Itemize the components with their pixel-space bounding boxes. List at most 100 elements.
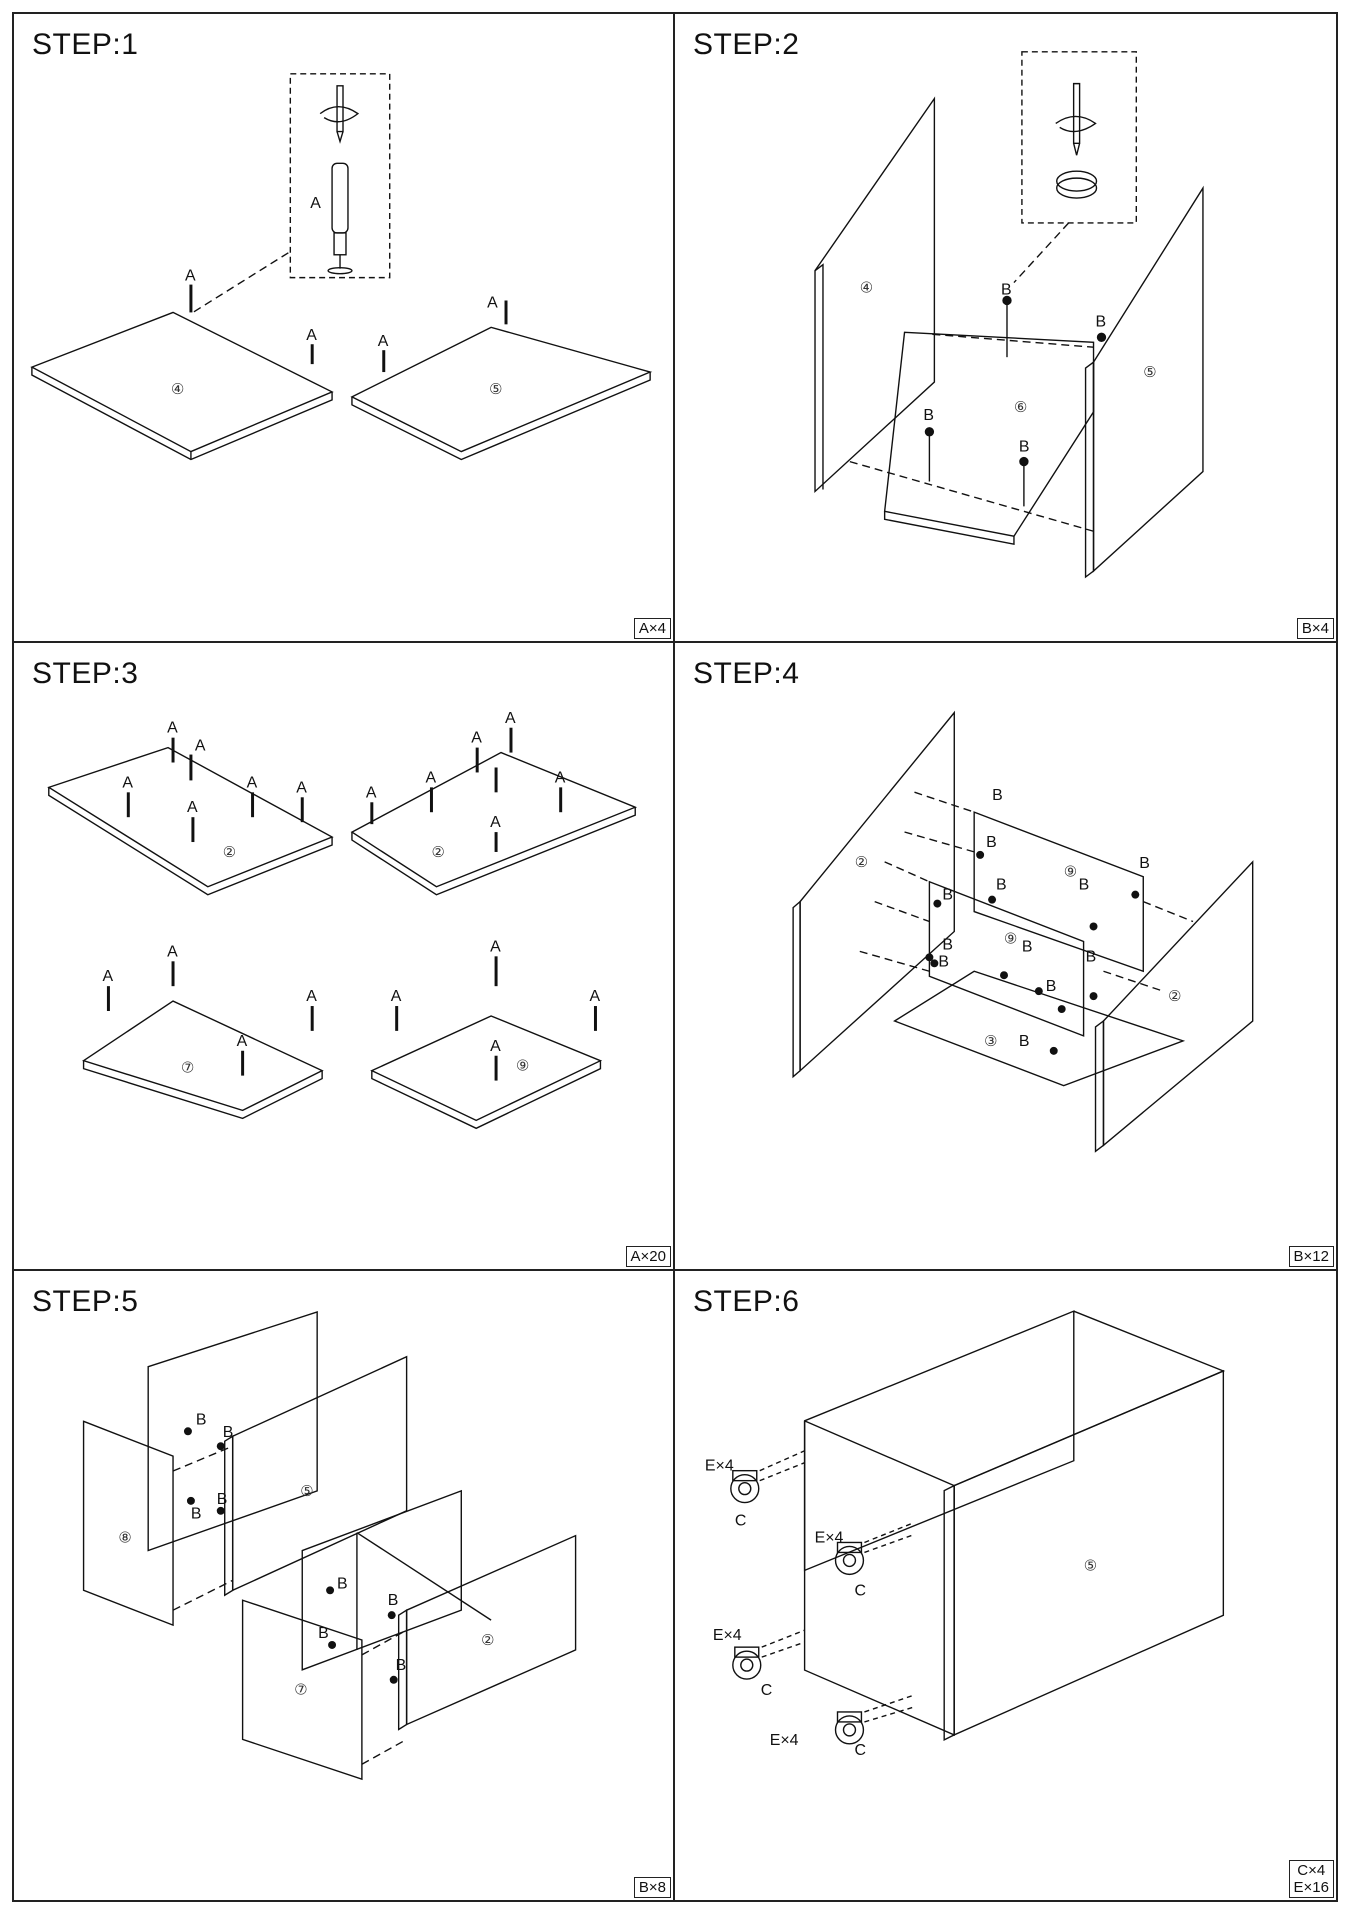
svg-text:A: A (505, 709, 516, 726)
alignment-guides (172, 1445, 407, 1766)
svg-text:A: A (185, 268, 196, 285)
svg-text:B: B (337, 1576, 348, 1593)
detail-inset (289, 73, 391, 279)
step-2-quantity: B×4 (1296, 617, 1334, 639)
part-number-9: ⑨ (516, 1056, 529, 1074)
step-5-quantity: B×8 (633, 1877, 671, 1898)
step-4-panel: STEP:4 ② ⑨ ⑨ ③ ② (675, 643, 1336, 1272)
svg-text:A: A (306, 327, 317, 344)
rotate-arrow-icon (319, 105, 360, 123)
part-number-8: ⑧ (118, 1529, 131, 1547)
step-6-illustration: ⑤ (705, 1310, 1226, 1759)
svg-text:B: B (1079, 876, 1090, 893)
detail-label-a: A (310, 195, 321, 212)
cam-bolts-b (925, 850, 1140, 1055)
part-number-4: ④ (860, 279, 873, 297)
svg-text:A: A (490, 938, 501, 955)
cam-bolts-b (924, 295, 1107, 507)
svg-text:B: B (388, 1593, 399, 1610)
svg-text:A: A (426, 769, 437, 786)
screwdriver-icon (1072, 82, 1081, 156)
caster-2 (834, 1522, 915, 1576)
svg-text:B: B (938, 953, 949, 970)
step-2-panel: STEP:2 ④ ⑥ ⑤ (675, 14, 1336, 643)
upper-side-panel-5 (231, 1355, 408, 1592)
svg-text:A: A (391, 988, 402, 1005)
svg-text:B: B (986, 834, 997, 851)
step-2-title: STEP:2 (693, 28, 800, 61)
part-number-9a: ⑨ (1064, 862, 1077, 880)
casters (730, 1450, 915, 1745)
svg-text:B: B (1046, 978, 1057, 995)
step-1-panel: STEP:1 A ④ ⑤ (14, 14, 675, 643)
part-number-5: ⑤ (1084, 1557, 1097, 1575)
svg-text:B: B (1022, 938, 1033, 955)
svg-text:B: B (223, 1425, 234, 1442)
svg-text:A: A (122, 774, 133, 791)
svg-text:B: B (196, 1412, 207, 1429)
alignment-guides (859, 791, 1194, 992)
svg-text:A: A (590, 988, 601, 1005)
screws-label-2: E×4 (815, 1530, 844, 1547)
step-6-panel: STEP:6 ⑤ (675, 1271, 1336, 1900)
board-9 (370, 1014, 603, 1121)
instruction-sheet: STEP:1 A ④ ⑤ (12, 12, 1338, 1902)
part-number-9b: ⑨ (1004, 929, 1017, 947)
step-3-title: STEP:3 (32, 656, 139, 690)
step-3-panel: STEP:3 ② ② ⑦ ⑨ (14, 642, 675, 1272)
side-panel-4 (814, 96, 936, 494)
step-6-title: STEP:6 (693, 1285, 800, 1319)
bottom-panel-3 (893, 970, 1186, 1087)
caster-1 (730, 1450, 805, 1504)
part-number-5: ⑤ (1143, 363, 1156, 381)
step-1-quantity: A×4 (633, 617, 671, 639)
screwdriver-icon (336, 85, 344, 144)
part-number-3: ③ (984, 1032, 997, 1050)
cam-bolt-icon (331, 162, 349, 234)
caster-label-3: C (761, 1682, 773, 1699)
svg-text:B: B (396, 1657, 407, 1674)
lower-back-panel (301, 1490, 462, 1672)
svg-text:B: B (1139, 854, 1150, 871)
screws-label-4: E×4 (770, 1732, 799, 1749)
svg-text:B: B (1001, 282, 1012, 299)
dowels-a (189, 284, 508, 373)
svg-text:A: A (167, 943, 178, 960)
screws-label-1: E×4 (705, 1458, 734, 1475)
cabinet-side-5 (953, 1370, 1225, 1737)
svg-text:B: B (1086, 948, 1097, 965)
step-3-illustration: ② ② ⑦ ⑨ (47, 709, 638, 1129)
svg-text:A: A (490, 1037, 501, 1054)
svg-text:A: A (471, 729, 482, 746)
upper-back-panel (147, 1311, 318, 1552)
svg-text:A: A (555, 769, 566, 786)
front-panel-9 (928, 880, 1085, 1037)
svg-text:B: B (996, 876, 1007, 893)
svg-text:B: B (1019, 439, 1030, 456)
cabinet-back (803, 1310, 1075, 1572)
svg-text:B: B (942, 886, 953, 903)
step-1-illustration: A ④ ⑤ A A A (30, 73, 653, 461)
part-number-5: ⑤ (489, 380, 502, 398)
back-panel-9 (973, 810, 1144, 972)
svg-text:A: A (366, 784, 377, 801)
step-4-illustration: ② ⑨ ⑨ ③ ② (792, 710, 1254, 1153)
step-5-panel: STEP:5 ⑤ ⑧ ② ⑦ (14, 1271, 675, 1900)
step-5-illustration: ⑤ ⑧ ② ⑦ (82, 1311, 577, 1781)
svg-text:A: A (247, 774, 258, 791)
svg-text:A: A (378, 333, 389, 350)
part-number-2: ② (481, 1631, 494, 1649)
step-5-title: STEP:5 (32, 1285, 139, 1319)
part-number-2b: ② (431, 843, 444, 861)
svg-text:B: B (217, 1491, 228, 1508)
svg-text:A: A (490, 814, 501, 831)
side-panel-2-left (799, 710, 955, 1072)
svg-text:B: B (992, 787, 1003, 804)
part-number-2b: ② (1168, 987, 1181, 1005)
caster-label-2: C (854, 1583, 866, 1600)
svg-text:B: B (923, 407, 934, 424)
part-number-5: ⑤ (300, 1482, 313, 1500)
front-panel-8 (82, 1420, 174, 1627)
steps-grid: STEP:1 A ④ ⑤ (14, 14, 1336, 1900)
part-number-4: ④ (171, 380, 184, 398)
